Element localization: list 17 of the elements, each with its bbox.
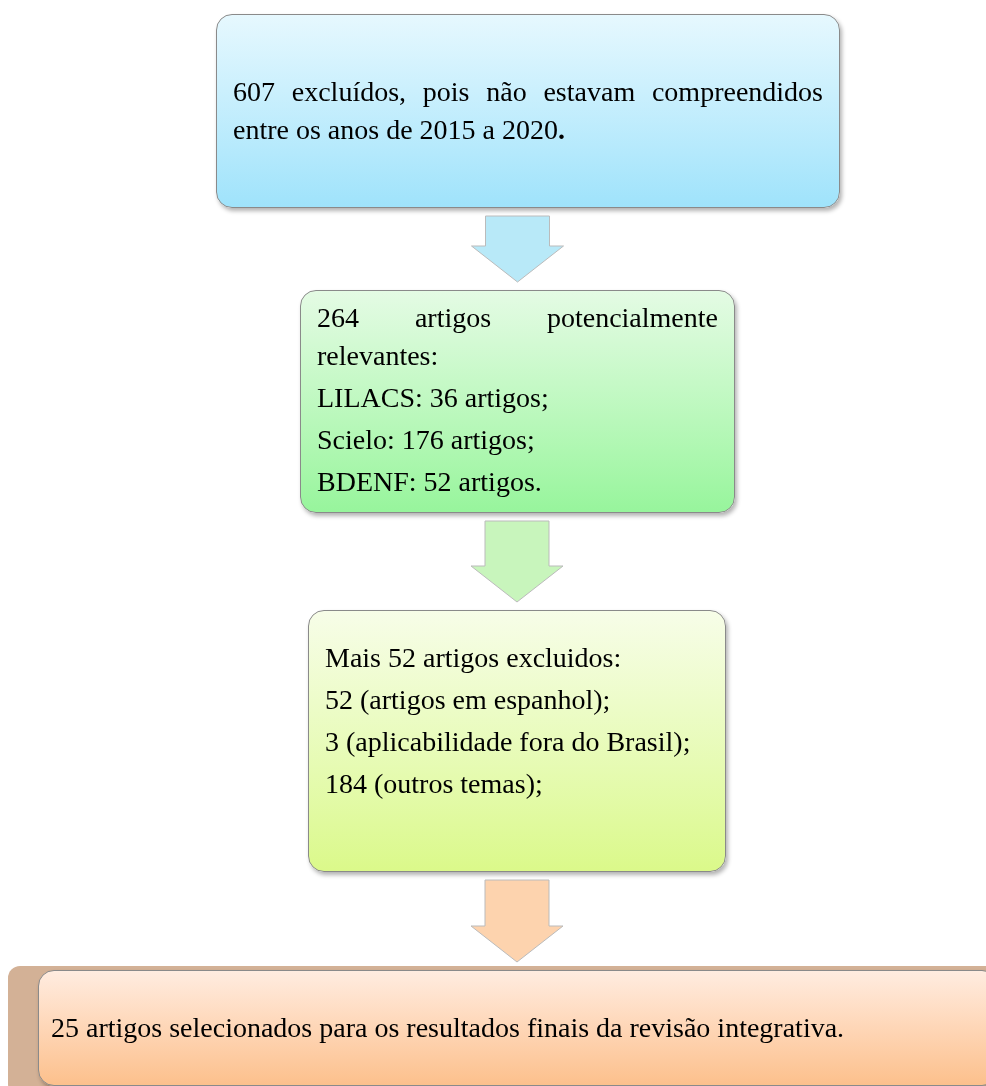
block-arrow [471,215,564,283]
box-text: 264 artigos potencialmente relevantes: [317,301,718,373]
box-text: 25 artigos selecionados para os resultados finais da revisão integrativa. [51,1011,846,1045]
box-text: Mais 52 artigos excluidos: [325,641,623,675]
box-text: 607 excluídos, pois não estavam compreendidos entre os anos de 2015 a 2020. [233,75,823,147]
box-text: 3 (aplicabilidade fora do Brasil); [325,725,692,759]
process-box [38,970,986,1086]
process-box [308,610,726,872]
box-text: 184 (outros temas); [325,767,544,801]
box-text: 52 (artigos em espanhol); [325,683,612,717]
box-text: Scielo: 176 artigos; [317,423,536,457]
box-text: LILACS: 36 artigos; [317,381,550,415]
box-text: BDENF: 52 artigos. [317,465,543,499]
process-box [300,290,735,513]
process-box [216,14,840,208]
block-arrow [470,520,564,603]
block-arrow [470,879,564,963]
